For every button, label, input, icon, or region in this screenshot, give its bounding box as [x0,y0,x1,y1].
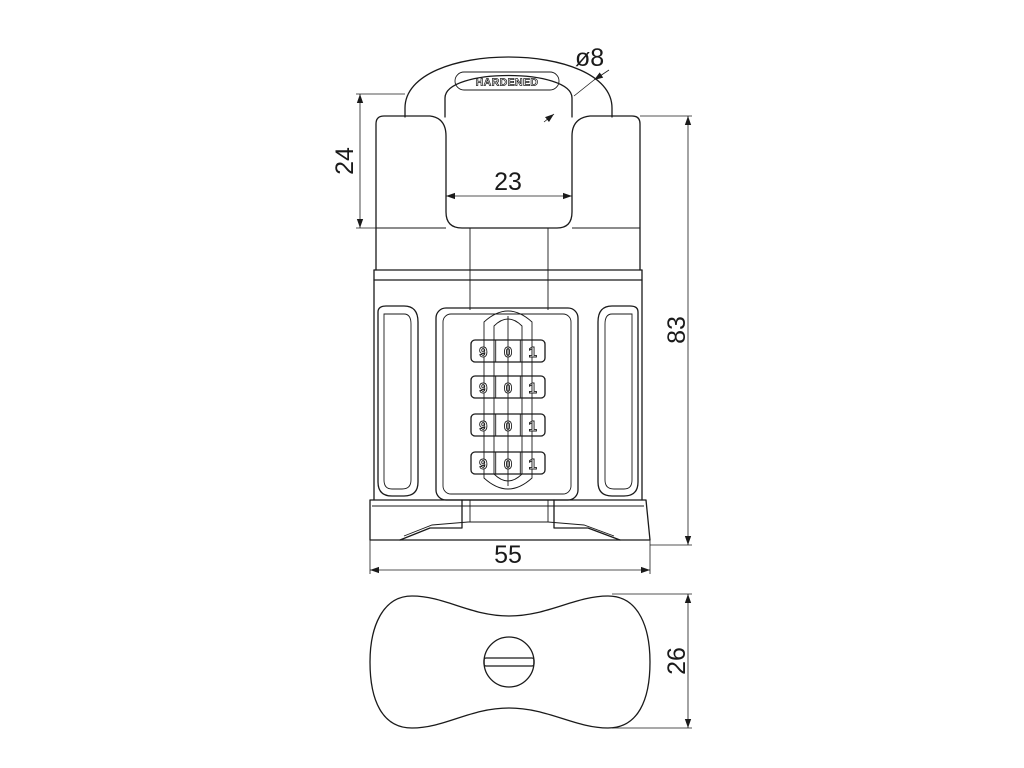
shackle: HARDENED [404,56,613,118]
wheel-digit: 9 [479,344,487,361]
hardened-label-plate [454,71,560,91]
bottom-view [369,595,651,729]
inner-width-label: 23 [494,168,522,196]
front-view: HARDENED [369,56,651,541]
wheel-digit: 9 [479,456,487,473]
combination-wheel-4[interactable]: 9 0 1 [470,451,546,475]
body-depth-label: 26 [663,647,691,675]
screw-slot [483,657,535,667]
clearance-height-dimension: 24 [331,93,405,229]
wheel-digit: 9 [479,380,487,397]
body-band [373,269,643,501]
keyhole-screw [483,636,535,688]
body-width-dimension: 55 [369,540,651,574]
wheel-digit: 1 [529,456,537,473]
shackle-diameter-label: ø8 [575,44,604,72]
wheel-digit: 1 [529,380,537,397]
shackle-marking-text: HARDENED [476,77,539,89]
wheel-digit: 0 [504,344,512,361]
body-base [369,499,651,541]
left-grip-pad [377,305,419,497]
right-grip-pad [597,305,639,497]
wheel-digit: 0 [504,380,512,397]
body-width-label: 55 [494,541,522,569]
clearance-height-label: 24 [331,147,359,175]
body-height-label: 83 [663,316,691,344]
body-depth-dimension: 26 [612,593,692,729]
wheel-digit: 1 [529,418,537,435]
combination-wheel-3[interactable]: 9 0 1 [470,413,546,437]
wheel-digit: 1 [529,344,537,361]
combination-wheel-1[interactable]: 9 0 1 [470,339,546,363]
combination-wheels: 9 0 1 9 0 1 9 0 1 [470,339,546,475]
shackle-shroud [375,115,641,310]
wheel-digit: 0 [504,418,512,435]
shackle-diameter-dimension: ø8 [543,44,610,123]
bottom-outline [369,595,651,729]
body-height-dimension: 83 [640,115,692,546]
combination-wheel-2[interactable]: 9 0 1 [470,375,546,399]
wheel-digit: 0 [504,456,512,473]
inner-width-dimension: 23 [446,168,572,200]
wheel-digit: 9 [479,418,487,435]
